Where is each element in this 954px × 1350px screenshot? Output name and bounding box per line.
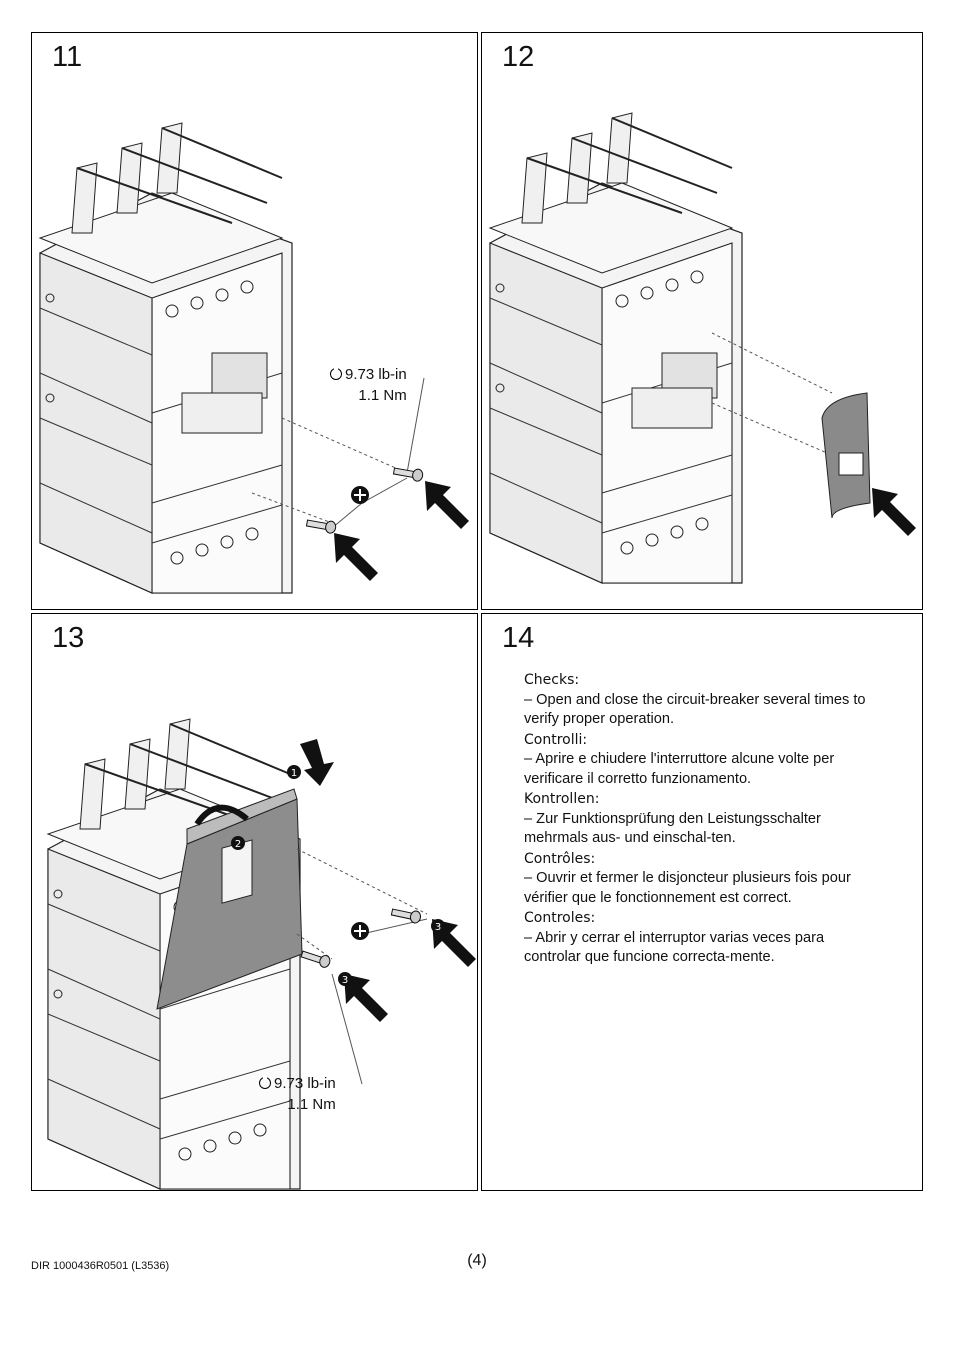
- push-arrow-icon: [334, 533, 378, 581]
- checks-heading-de: Kontrollen:: [524, 791, 600, 807]
- checks-body-fr: – Ouvrir et fermer le disjoncteur plusie…: [524, 870, 851, 906]
- svg-text:2: 2: [235, 839, 241, 850]
- torque-spec: 9.73 lb-in 1.1 Nm: [259, 1073, 336, 1115]
- push-arrow-icon: [872, 488, 916, 536]
- checks-heading-es: Controles:: [524, 910, 596, 926]
- push-arrow-icon: [300, 739, 334, 786]
- step-number: 14: [502, 622, 535, 654]
- side-cover-part: [821, 392, 871, 519]
- document-code: DIR 1000436R0501 (L3536): [31, 1260, 170, 1272]
- checks-body-en: – Open and close the circuit-breaker sev…: [524, 691, 866, 728]
- rotate-arrow-icon: [194, 804, 249, 826]
- checks-heading-en: Checks:: [524, 672, 580, 688]
- torque-icon: [259, 1075, 271, 1089]
- page-number: (4): [467, 1252, 487, 1269]
- checks-body-it: – Aprire e chiudere l'interruttore alcun…: [524, 751, 835, 787]
- panel-step-12: 12: [481, 32, 923, 610]
- phillips-screwdriver-icon: [351, 486, 369, 504]
- step-marker: 1 2 3 3: [231, 765, 445, 986]
- push-arrow-icon: [425, 481, 469, 529]
- svg-text:3: 3: [435, 922, 441, 933]
- panel-step-13: 13 1 2 3 3 9.73 lb-in 1.1 Nm: [31, 613, 478, 1191]
- phillips-screwdriver-icon: [351, 922, 369, 940]
- checks-heading-fr: Contrôles:: [524, 850, 596, 867]
- breaker-screw-diagram: [39, 122, 469, 594]
- panel-step-11: 11 9.73 lb-in 1.1 Nm: [31, 32, 478, 610]
- breaker-front-cover-diagram: 1 2 3 3: [47, 718, 476, 1190]
- torque-spec: 9.73 lb-in 1.1 Nm: [330, 364, 407, 406]
- breaker-cover-diagram: [489, 112, 916, 584]
- svg-text:1: 1: [291, 768, 297, 779]
- step-number: 12: [502, 41, 535, 73]
- checks-instructions: Checks: – Open and close the circuit-bre…: [524, 670, 884, 969]
- step-number: 11: [52, 41, 83, 73]
- step-number: 13: [52, 622, 85, 654]
- panel-step-14: 14 Checks: – Open and close the circuit-…: [481, 613, 923, 1191]
- torque-icon: [330, 366, 342, 380]
- checks-body-es: – Abrir y cerrar el interruptor varias v…: [524, 929, 825, 966]
- svg-text:3: 3: [342, 975, 348, 986]
- checks-heading-it: Controlli:: [524, 731, 588, 748]
- front-cover-part: [156, 788, 303, 1010]
- checks-body-de: – Zur Funktionsprüfung den Leistungsscha…: [524, 810, 821, 847]
